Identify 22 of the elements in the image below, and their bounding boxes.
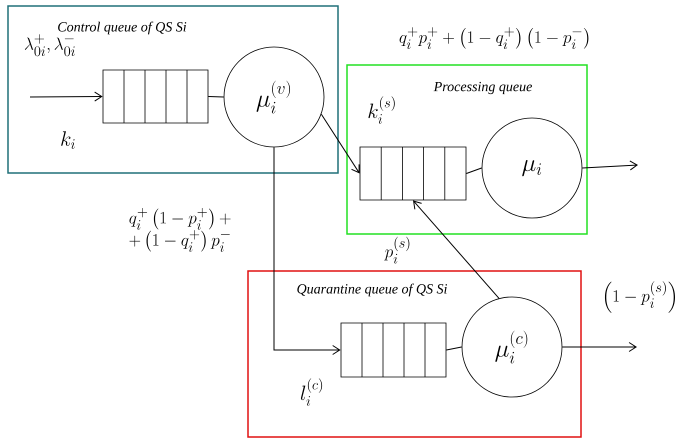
queue-label: $k_i^{(s)}$ xyxy=(368,96,395,124)
group-title: Control queue of QS Si xyxy=(58,22,186,34)
queue-drawing xyxy=(102,70,208,124)
arrow xyxy=(562,342,637,352)
arrow xyxy=(413,200,500,299)
formula-label: $q_i^{+} p_i^{+} + \left(1-q_i^{+}\right)\left(1-p_i^{-}\right)$ xyxy=(400,27,588,50)
edge-label: $\left(1-p_i^{(s)}\right)$ xyxy=(600,280,680,314)
group-title: Quarantine queue of QS Si xyxy=(297,284,448,296)
edge-label: $p_i^{(s)}$ xyxy=(384,236,412,264)
queue-label: $l_i^{(c)}$ xyxy=(300,378,322,406)
arrow xyxy=(30,92,103,102)
group-box xyxy=(346,64,588,235)
queue-drawing xyxy=(360,146,466,200)
group-box xyxy=(247,270,582,438)
group-title: Processing queue xyxy=(434,82,532,94)
arrow xyxy=(274,146,341,355)
queue-label: $k_i$ xyxy=(61,131,75,149)
arrow xyxy=(320,114,360,174)
queue-drawing xyxy=(340,322,446,378)
group-box xyxy=(7,5,339,174)
edge-label: $\lambda_{0i}^{+}, \lambda_{0i}^{-}$ xyxy=(22,33,78,57)
edge-label: $\begin{array}{r} q_i^{+}\left(1-p_i^{+}\right)+ \\ +\left(1-q_i^{+}\right)p_i^{-} \end{array}$ xyxy=(122,206,238,254)
